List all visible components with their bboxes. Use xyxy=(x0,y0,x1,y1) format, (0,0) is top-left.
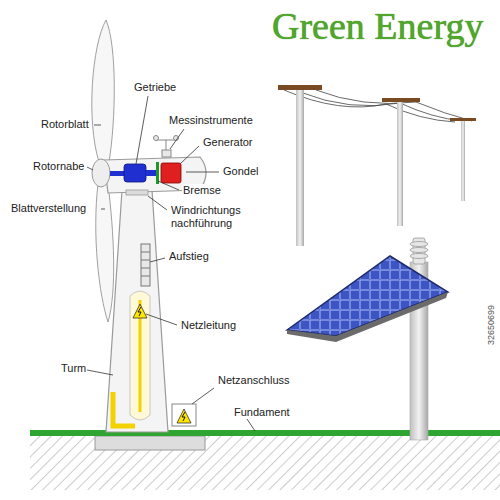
brake xyxy=(156,162,159,184)
part-label: Gondel xyxy=(222,165,259,178)
yaw-drive xyxy=(126,190,148,195)
part-label: Messinstrumente xyxy=(168,114,254,127)
part-label: Aufstieg xyxy=(168,250,210,263)
warning-sign xyxy=(133,304,147,318)
measuring-instruments xyxy=(154,136,179,158)
foundation xyxy=(95,436,205,450)
ground-hatching xyxy=(30,436,500,490)
rotor-blade xyxy=(96,184,114,322)
part-label: Rotorblatt xyxy=(40,118,90,131)
tower-cutout xyxy=(130,291,150,420)
part-label: Netzleitung xyxy=(180,319,237,332)
part-label: Netzanschluss xyxy=(217,374,291,387)
tower xyxy=(106,190,168,432)
grass-line xyxy=(30,430,500,436)
part-label: Bremse xyxy=(182,184,222,197)
generator xyxy=(161,163,181,183)
title: Green Energy xyxy=(272,4,483,48)
solar-panel-post xyxy=(287,238,448,440)
power-cable-bend xyxy=(113,392,135,426)
part-label: Blattverstellung xyxy=(10,202,87,215)
watermark: 32650699 xyxy=(486,305,496,345)
part-label: Generator xyxy=(202,136,254,149)
part-label: Windrichtungs nachführung xyxy=(170,204,254,229)
rotor-blade xyxy=(92,20,114,162)
rotor-hub xyxy=(92,159,110,187)
part-label: Rotornabe xyxy=(32,160,85,173)
ladder xyxy=(141,244,150,286)
gearbox xyxy=(124,164,146,182)
part-label: Getriebe xyxy=(133,81,177,94)
grid-connection-box xyxy=(172,404,196,426)
shaft xyxy=(110,171,124,176)
part-label: Fundament xyxy=(233,406,291,419)
power-line xyxy=(278,85,476,246)
part-label: Turm xyxy=(60,362,87,375)
